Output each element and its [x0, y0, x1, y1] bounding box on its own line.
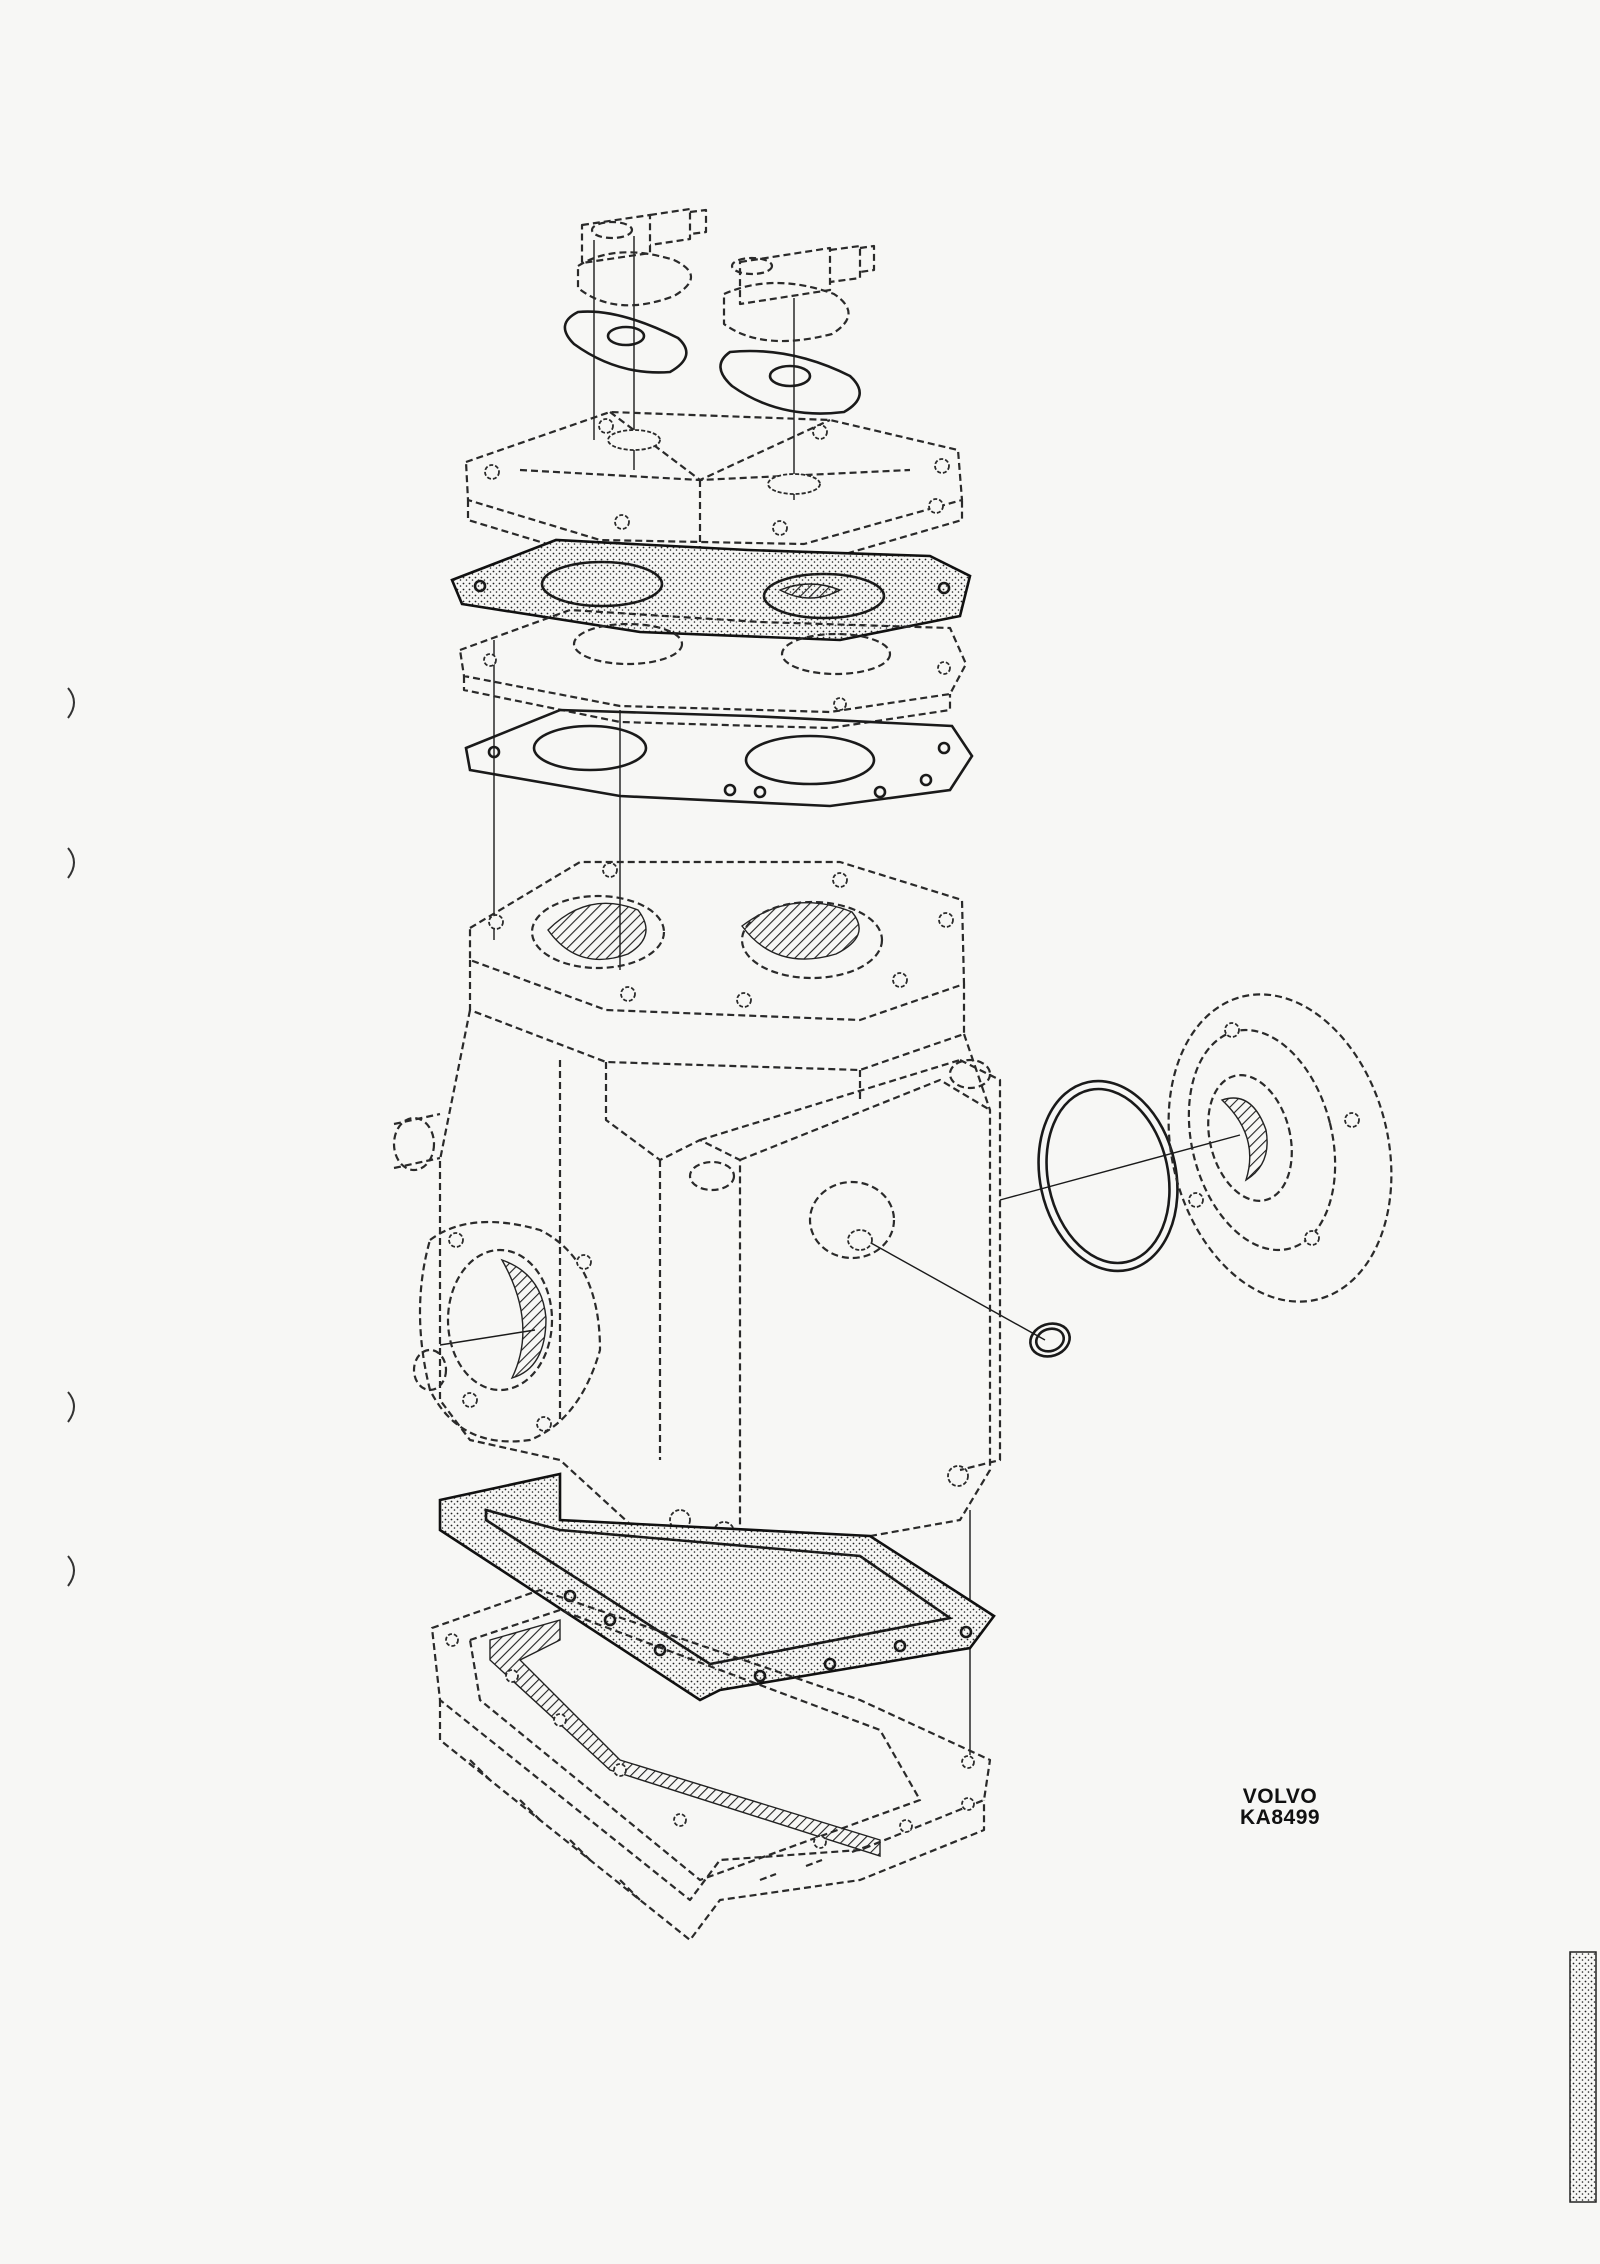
o-ring-small	[1029, 1322, 1071, 1358]
flange-gasket-right	[719, 349, 861, 415]
union-fitting-right	[722, 244, 876, 343]
figure-label: VOLVO KA8499	[1240, 1786, 1320, 1828]
cylinder-head	[464, 410, 964, 568]
oil-sump-cover	[430, 1588, 992, 1942]
valve-plate	[458, 608, 968, 730]
margin-marks	[67, 687, 75, 1587]
union-fitting-left	[576, 207, 708, 307]
front-bearing-cover	[1167, 993, 1393, 1303]
brand-name: VOLVO	[1242, 1785, 1318, 1808]
reference-code: KA8499	[1240, 1806, 1321, 1829]
head-gasket-upper	[450, 538, 972, 642]
valve-plate-gasket	[464, 708, 974, 808]
bottom-cover-gasket	[438, 1472, 996, 1702]
crankcase	[392, 860, 1002, 1572]
binding-strip	[1569, 1951, 1597, 2203]
o-ring-large	[1037, 1079, 1179, 1273]
flange-gasket-left	[563, 310, 688, 374]
